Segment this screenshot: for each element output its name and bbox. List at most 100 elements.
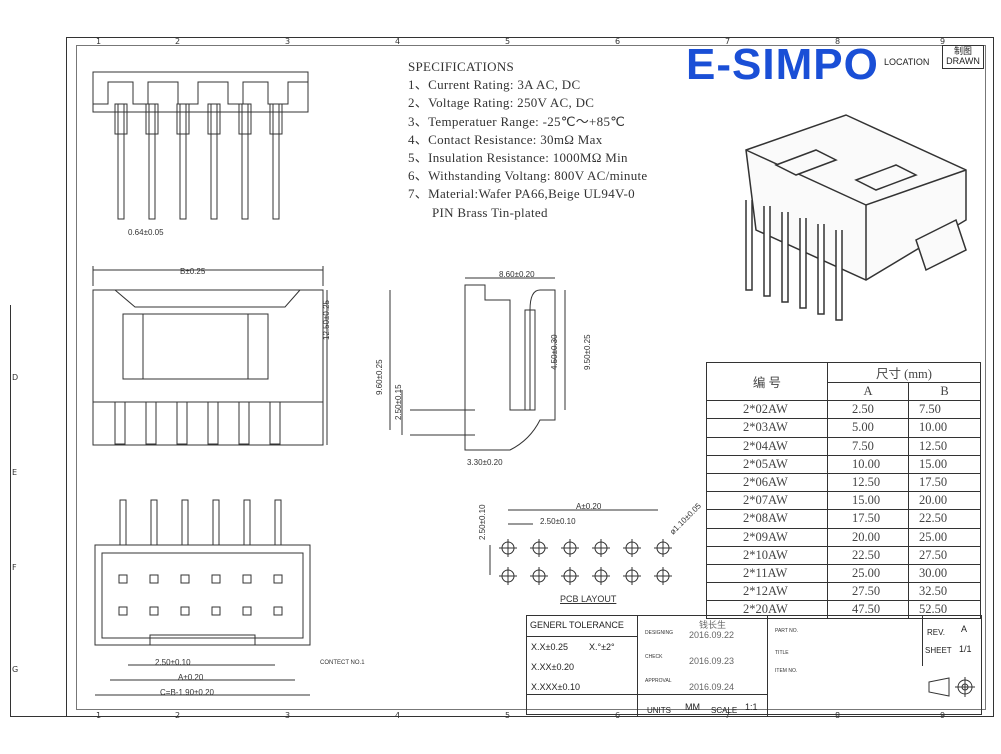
table-cell-code: 2*04AW xyxy=(706,436,828,456)
table-cell-a: 25.00 xyxy=(827,563,909,584)
pin-square xyxy=(273,574,283,584)
connector-3d-image xyxy=(745,114,967,321)
grid-label-bottom: 2 xyxy=(175,711,180,720)
table-cell-b: 12.50 xyxy=(908,436,981,456)
table-cell-b: 30.00 xyxy=(908,563,981,584)
grid-label-top: 4 xyxy=(395,37,400,46)
table-cell-code: 2*03AW xyxy=(706,418,828,438)
tol-2: X.XX±0.20 xyxy=(531,662,574,672)
pin xyxy=(817,224,825,315)
tol-angle: X.°±2° xyxy=(589,642,615,652)
rev-value: A xyxy=(961,624,968,634)
pin-square xyxy=(180,574,190,584)
pin-square xyxy=(273,606,283,616)
grid-label-top: 8 xyxy=(835,37,840,46)
table-cell-a: 22.50 xyxy=(827,545,909,565)
table-cell-code: 2*08AW xyxy=(706,509,828,529)
lbl-designing: DESIGNING xyxy=(645,630,674,636)
grid-label-left: G xyxy=(12,665,18,674)
table-cell-b: 52.50 xyxy=(908,600,981,620)
grid-label-top: 7 xyxy=(725,37,730,46)
designer-name: 钱长生 xyxy=(699,620,727,630)
date-3: 2016.09.24 xyxy=(689,682,735,692)
table-header-size: 尺寸 (mm) xyxy=(827,362,981,383)
table-cell-a: 12.50 xyxy=(827,472,909,493)
dim-side-offset: 3.30±0.20 xyxy=(467,458,503,467)
grid-label-bottom: 3 xyxy=(285,711,290,720)
pin xyxy=(745,200,753,291)
side-view-drawing xyxy=(389,277,566,451)
left-border xyxy=(10,305,994,717)
table-cell-code: 2*07AW xyxy=(706,491,828,511)
pin-square xyxy=(149,574,159,584)
slot xyxy=(176,401,188,445)
table-cell-b: 27.50 xyxy=(908,545,981,565)
table-header-b: B xyxy=(908,381,981,402)
pin xyxy=(763,206,771,297)
sheet-value: 1/1 xyxy=(959,644,972,654)
lbl-approval: APPROVAL xyxy=(645,678,672,684)
scale-label: SCALE xyxy=(711,706,738,715)
table-cell-a: 5.00 xyxy=(827,418,909,438)
logo-text: E-SIMPO xyxy=(686,40,879,89)
table-cell-code: 2*11AW xyxy=(706,563,828,584)
grid-label-left: D xyxy=(12,373,18,382)
spec-line: 3、Temperatuer Range: -25℃～+85℃ xyxy=(408,113,626,129)
pin xyxy=(150,499,158,546)
contact-no-label: CONTECT NO.1 xyxy=(320,660,365,666)
pcb-dim-a: A±0.20 xyxy=(576,502,602,511)
grid-label-top: 9 xyxy=(940,37,945,46)
grid-label-top: 3 xyxy=(285,37,290,46)
table-header-a: A xyxy=(827,381,909,402)
pin-square xyxy=(149,606,159,616)
pin-housing xyxy=(238,103,252,135)
table-cell-a: 17.50 xyxy=(827,509,909,529)
dim-side-inner: 4.50±0.30 xyxy=(550,334,559,370)
table-cell-a: 47.50 xyxy=(827,600,909,620)
title-block: GENERL TOLERANCE X.X±0.25 X.°±2° X.XX±0.… xyxy=(526,615,982,716)
pin xyxy=(241,103,249,220)
front-view-drawing xyxy=(92,266,328,446)
date-1: 2016.09.22 xyxy=(689,630,735,640)
slot xyxy=(207,401,219,445)
spec-line: 2、Voltage Rating: 250V AC, DC xyxy=(408,95,595,111)
table-cell-code: 2*06AW xyxy=(706,472,828,493)
pin-square xyxy=(211,606,221,616)
spec-line: 5、Insulation Resistance: 1000MΩ Min xyxy=(408,150,628,166)
pin xyxy=(179,103,187,220)
table-header-code: 编 号 xyxy=(706,361,828,402)
pin-square xyxy=(242,574,252,584)
grid-label-bottom: 6 xyxy=(615,711,620,720)
table-cell-b: 22.50 xyxy=(908,509,981,529)
tol-3: X.XXX±0.10 xyxy=(531,682,580,692)
lbl-title: TITLE xyxy=(775,650,789,656)
grid-label-bottom: 1 xyxy=(96,711,101,720)
grid-label-top: 1 xyxy=(96,37,101,46)
rev-label: REV. xyxy=(927,628,945,637)
grid-label-bottom: 8 xyxy=(835,711,840,720)
sheet-label: SHEET xyxy=(925,646,952,655)
pin xyxy=(117,103,125,220)
dim-bottom-a: A±0.20 xyxy=(178,673,204,682)
grid-label-top: 5 xyxy=(505,37,510,46)
spec-line: 4、Contact Resistance: 30mΩ Max xyxy=(408,131,603,147)
spec-line: PIN Brass Tin-plated xyxy=(432,204,548,220)
projection-symbol-icon xyxy=(928,677,975,697)
slot xyxy=(114,401,126,445)
grid-label-bottom: 9 xyxy=(940,711,945,720)
grid-label-bottom: 4 xyxy=(395,711,400,720)
lbl-check: CHECK xyxy=(645,654,663,660)
table-cell-b: 15.00 xyxy=(908,454,981,474)
drawn-cell: 制图 DRAWN xyxy=(942,45,984,69)
scale-value: 1:1 xyxy=(745,702,758,712)
dim-b: B±0.25 xyxy=(180,267,206,276)
pcb-layout-label: PCB LAYOUT xyxy=(560,594,617,604)
lbl-item-no: ITEM NO. xyxy=(775,668,798,674)
pin-square xyxy=(180,606,190,616)
tolerance-title: GENERL TOLERANCE xyxy=(530,620,624,630)
